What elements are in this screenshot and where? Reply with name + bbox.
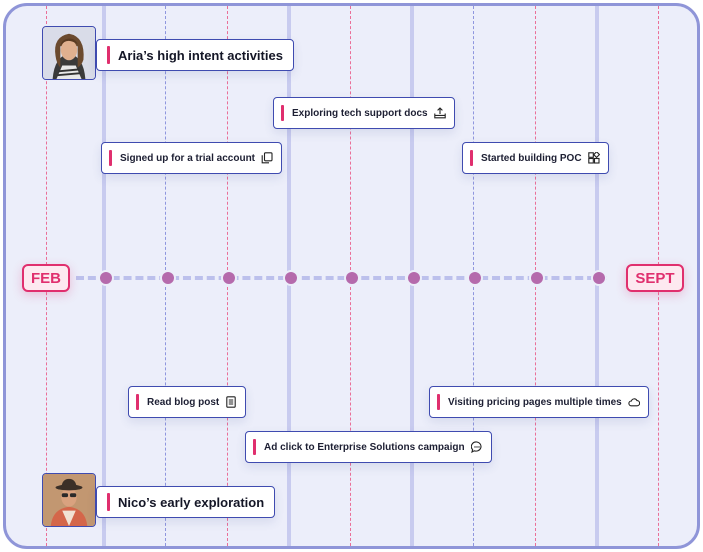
activity-card-ad[interactable]: Ad click to Enterprise Solutions campaig… xyxy=(245,431,492,463)
cloud-icon xyxy=(628,396,640,408)
persona-title-text: Nico’s early exploration xyxy=(118,494,265,510)
accent-bar xyxy=(437,394,440,410)
nico-persona-title: Nico’s early exploration xyxy=(96,486,276,518)
timeline-canvas: FEB SEPT Aria’s high intent activities xyxy=(3,3,700,549)
activity-label: Read blog post xyxy=(147,396,220,408)
upload-tray-icon xyxy=(433,107,446,119)
timeline-dot[interactable] xyxy=(346,272,358,284)
timeline-dot[interactable] xyxy=(469,272,481,284)
activity-label: Visiting pricing pages multiple times xyxy=(448,396,622,408)
accent-bar xyxy=(470,150,473,166)
end-month-label: SEPT xyxy=(626,264,684,292)
persona-title-text: Aria’s high intent activities xyxy=(118,47,283,63)
aria-avatar xyxy=(42,26,96,80)
copy-icon xyxy=(261,152,273,164)
man-portrait-icon xyxy=(43,474,95,526)
chat-bubble-icon xyxy=(470,441,483,453)
widgets-icon xyxy=(587,152,600,164)
timeline-dot[interactable] xyxy=(223,272,235,284)
activity-label: Exploring tech support docs xyxy=(292,107,428,119)
start-month-label: FEB xyxy=(22,264,70,292)
timeline-dot[interactable] xyxy=(100,272,112,284)
activity-card-trial[interactable]: Signed up for a trial account xyxy=(101,142,283,174)
timeline-axis xyxy=(76,276,607,280)
accent-bar xyxy=(136,394,139,410)
document-icon xyxy=(225,396,237,408)
activity-card-blog[interactable]: Read blog post xyxy=(128,386,247,418)
activity-label: Ad click to Enterprise Solutions campaig… xyxy=(264,441,465,453)
timeline-dot[interactable] xyxy=(593,272,605,284)
activity-label: Started building POC xyxy=(481,152,582,164)
activity-card-pricing[interactable]: Visiting pricing pages multiple times xyxy=(429,386,649,418)
timeline-dot[interactable] xyxy=(408,272,420,284)
accent-bar xyxy=(107,46,110,64)
aria-persona-title: Aria’s high intent activities xyxy=(96,39,294,71)
timeline-dot[interactable] xyxy=(162,272,174,284)
nico-avatar xyxy=(42,473,96,527)
accent-bar xyxy=(253,439,256,455)
accent-bar xyxy=(109,150,112,166)
activity-label: Signed up for a trial account xyxy=(120,152,256,164)
accent-bar xyxy=(281,105,284,121)
timeline-dot[interactable] xyxy=(285,272,297,284)
accent-bar xyxy=(107,493,110,511)
activity-card-docs[interactable]: Exploring tech support docs xyxy=(273,97,455,129)
woman-portrait-icon xyxy=(43,27,95,79)
activity-card-poc[interactable]: Started building POC xyxy=(462,142,609,174)
timeline-dot[interactable] xyxy=(531,272,543,284)
